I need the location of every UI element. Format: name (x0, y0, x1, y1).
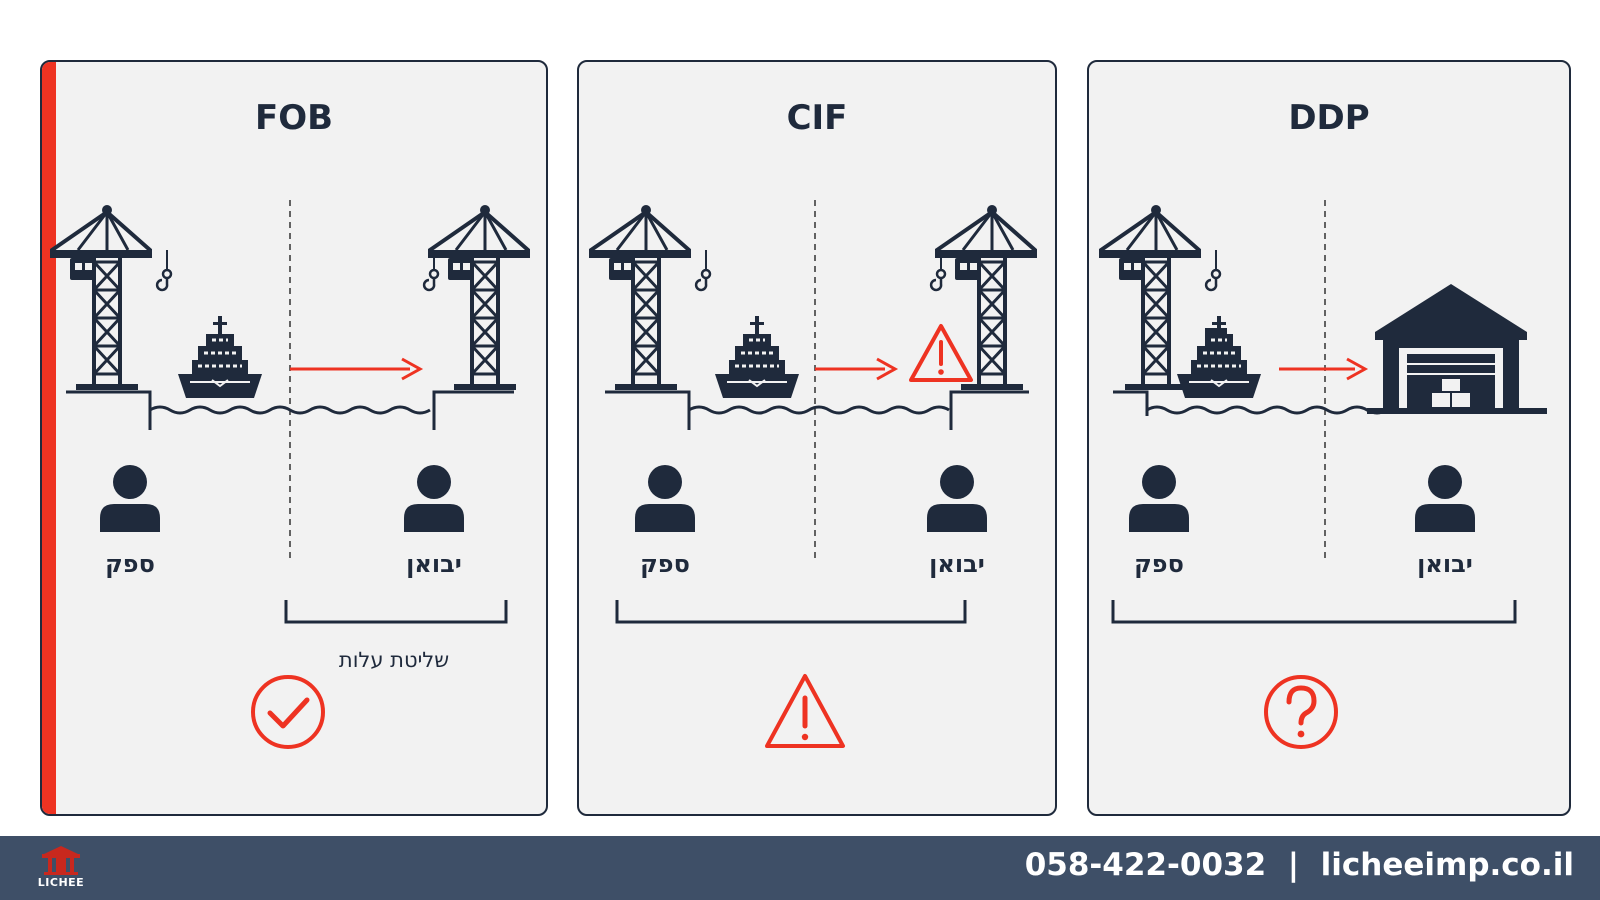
supplier-crane-icon (1099, 203, 1201, 392)
warning-triangle-icon (765, 674, 845, 748)
importer-person-icon (1415, 465, 1475, 532)
supplier-label: ספק (1134, 550, 1184, 578)
crane-hook-icon (1204, 248, 1222, 292)
cif-diagram (589, 200, 1037, 748)
cost-control-label: שליטת עלות (338, 648, 450, 672)
question-circle-icon (1264, 675, 1338, 749)
importer-label: יבואן (1417, 550, 1473, 578)
cost-bracket (615, 600, 967, 624)
fob-card: FOB ספק יבואן שליטת עלות (40, 60, 548, 816)
ship-icon (176, 314, 264, 400)
cargo-icon (1205, 328, 1227, 338)
footer-bar: LICHEE 058-422-0032 | licheeimp.co.il (0, 836, 1600, 900)
cost-bracket (1111, 600, 1517, 624)
ship-icon (713, 314, 801, 400)
card-title: CIF (786, 98, 848, 138)
warehouse-icon (1367, 284, 1547, 414)
cif-card: CIF ספק יבואן (577, 60, 1057, 816)
importer-label: יבואן (929, 550, 985, 578)
importer-crane-icon (428, 203, 530, 392)
importer-person-icon (404, 465, 464, 532)
check-circle-icon (251, 675, 325, 749)
supplier-crane-icon (50, 203, 152, 392)
risk-warning-icon (909, 324, 973, 382)
importer-person-icon (927, 465, 987, 532)
control-bracket (284, 600, 508, 624)
supplier-crane-icon (589, 203, 691, 392)
supplier-person-icon (100, 465, 160, 532)
supplier-person-icon (635, 465, 695, 532)
contact-info: 058-422-0032 | licheeimp.co.il (1024, 847, 1574, 883)
importer-label: יבואן (406, 550, 462, 578)
ddp-card: DDP ספק יבואן (1087, 60, 1571, 816)
card-title: FOB (254, 98, 334, 138)
supplier-label: ספק (105, 550, 155, 578)
fob-diagram (50, 200, 530, 749)
pagoda-icon (42, 846, 80, 875)
supplier-person-icon (1129, 465, 1189, 532)
ddp-diagram (1099, 200, 1547, 749)
harbor-water (1113, 390, 1388, 416)
lichee-logo: LICHEE (30, 844, 92, 892)
supplier-label: ספק (640, 550, 690, 578)
crane-hook-icon (694, 248, 712, 292)
logo-text: LICHEE (37, 876, 85, 889)
harbor-water (66, 390, 514, 430)
harbor-water (605, 390, 1029, 430)
crane-hook-icon (155, 248, 173, 292)
card-title: DDP (1288, 98, 1370, 138)
